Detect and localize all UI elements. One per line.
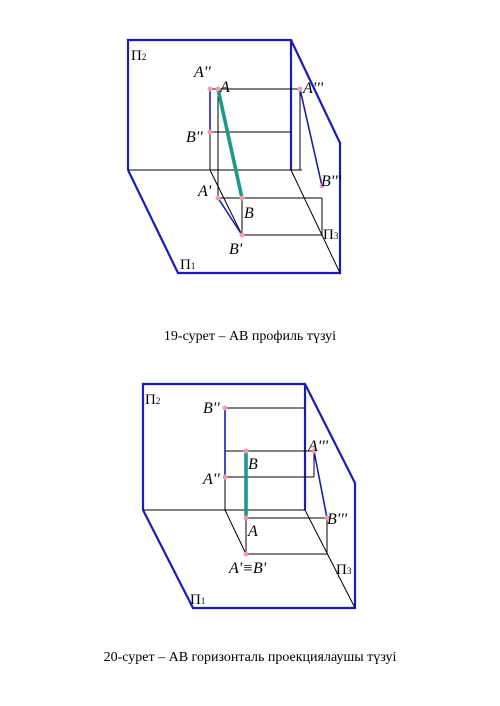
label-b3: B''' bbox=[321, 173, 342, 190]
label-b2: B'' bbox=[203, 400, 220, 417]
label-b1: B' bbox=[229, 241, 243, 258]
figure-20-caption: 20-сурет – АВ горизонталь проекциялаушы … bbox=[103, 650, 397, 665]
label-a: A bbox=[219, 79, 230, 96]
plane-label-p3: П3 bbox=[336, 562, 352, 578]
horizontal-projecting-line-diagram: П2 П1 П3 B'' A''' B A'' A B''' A'≡B' bbox=[141, 382, 357, 610]
label-a2: A'' bbox=[202, 471, 220, 488]
label-a1: A' bbox=[197, 183, 212, 200]
plane-label-p3: П3 bbox=[323, 227, 339, 243]
label-b: B bbox=[248, 456, 258, 473]
plane-label-p2: П2 bbox=[145, 392, 160, 408]
point-markers bbox=[222, 405, 330, 557]
figure-19: П2 П1 П3 A'' A A''' B'' A' B B''' B' bbox=[0, 30, 500, 290]
label-a: A bbox=[247, 523, 258, 540]
plane-frame bbox=[126, 38, 342, 275]
profile-projection-a3b3 bbox=[299, 88, 323, 187]
label-b3: B''' bbox=[327, 511, 348, 528]
label-b2: B'' bbox=[186, 129, 203, 146]
horizontal-projection-a1b1 bbox=[217, 197, 243, 236]
segment-ab bbox=[216, 87, 244, 200]
figure-19-caption: 19-сурет – АВ профиль түзуі bbox=[163, 329, 337, 344]
profile-projection-a3b3 bbox=[313, 450, 328, 519]
label-a1-b1: A'≡B' bbox=[228, 560, 267, 577]
point-markers bbox=[207, 86, 325, 238]
figure-20: П2 П1 П3 B'' A''' B A'' A B''' A'≡B' bbox=[0, 372, 500, 620]
plane-label-p1: П1 bbox=[180, 257, 195, 273]
profile-line-diagram: П2 П1 П3 A'' A A''' B'' A' B B''' B' bbox=[126, 38, 342, 275]
plane-frame bbox=[141, 382, 357, 610]
label-a3: A''' bbox=[307, 438, 329, 455]
label-a2: A'' bbox=[193, 64, 211, 81]
label-b: B bbox=[244, 205, 254, 222]
construction-lines bbox=[128, 88, 341, 274]
label-a3: A''' bbox=[302, 80, 324, 97]
plane-label-p1: П1 bbox=[190, 592, 205, 608]
plane-label-p2: П2 bbox=[131, 48, 146, 64]
